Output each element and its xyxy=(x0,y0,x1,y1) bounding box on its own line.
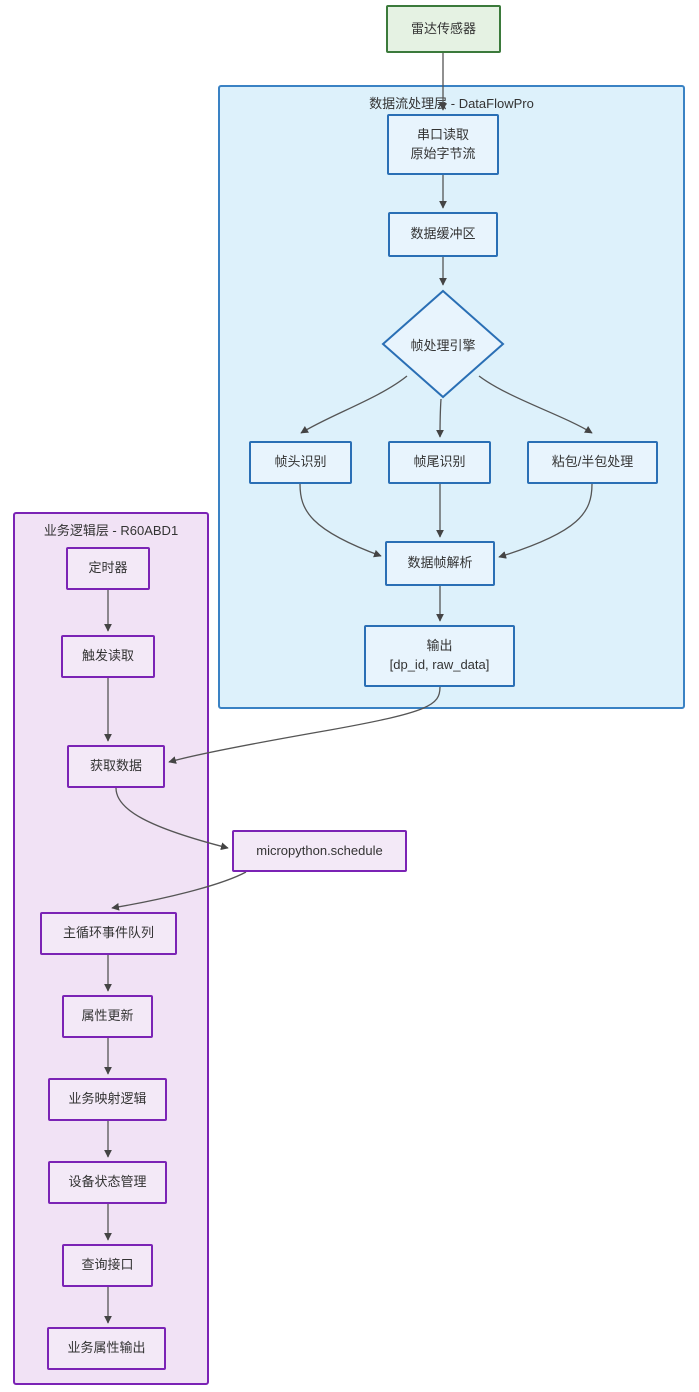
frame-tail-detect-node[interactable]: 帧尾识别 xyxy=(388,441,491,484)
timer-node-label: 定时器 xyxy=(88,560,128,576)
subgraph-business-title: 业务逻辑层 - R60ABD1 xyxy=(43,523,179,538)
frame-header-detect-node[interactable]: 帧头识别 xyxy=(249,441,352,484)
attribute-update-node[interactable]: 属性更新 xyxy=(62,995,153,1038)
data-frame-parse-node[interactable]: 数据帧解析 xyxy=(385,541,495,586)
business-mapping-logic-node[interactable]: 业务映射逻辑 xyxy=(48,1078,167,1121)
main-loop-event-queue-node[interactable]: 主循环事件队列 xyxy=(40,912,177,955)
business-mapping-logic-node-label: 业务映射逻辑 xyxy=(68,1091,147,1107)
data-frame-parse-node-label: 数据帧解析 xyxy=(407,555,473,571)
radar-sensor-node-label: 雷达传感器 xyxy=(410,20,476,36)
output-node-label: 输出 xyxy=(426,638,453,654)
subgraph-dataflow-title: 数据流处理层 - DataFlowPro xyxy=(369,96,534,111)
sticky-half-packet-node-label: 粘包/半包处理 xyxy=(551,454,634,470)
sticky-half-packet-node[interactable]: 粘包/半包处理 xyxy=(527,441,658,484)
business-attribute-output-node[interactable]: 业务属性输出 xyxy=(47,1327,166,1370)
frame-header-detect-node-label: 帧头识别 xyxy=(274,454,327,470)
frame-tail-detect-node-label: 帧尾识别 xyxy=(413,454,466,470)
serial-read-node-label: 串口读取 xyxy=(416,126,469,142)
device-state-management-node[interactable]: 设备状态管理 xyxy=(48,1161,167,1204)
subgraph-dataflow-layer: 数据流处理层 - DataFlowPro xyxy=(218,85,685,709)
timer-node[interactable]: 定时器 xyxy=(66,547,150,590)
diamond-shape xyxy=(381,289,505,399)
radar-sensor-node[interactable]: 雷达传感器 xyxy=(386,5,501,53)
query-interface-node[interactable]: 查询接口 xyxy=(62,1244,153,1287)
main-loop-event-queue-node-label: 主循环事件队列 xyxy=(62,925,154,941)
micropython-schedule-node[interactable]: micropython.schedule xyxy=(232,830,407,872)
device-state-management-node-label: 设备状态管理 xyxy=(68,1174,147,1190)
fetch-data-node-label: 获取数据 xyxy=(89,758,142,774)
frame-processing-engine-node-label: 帧处理引擎 xyxy=(410,337,476,353)
query-interface-node-label: 查询接口 xyxy=(81,1257,134,1273)
serial-read-node-sublabel: 原始字节流 xyxy=(410,145,476,161)
micropython-schedule-node-label: micropython.schedule xyxy=(256,842,383,858)
frame-processing-engine-node[interactable]: 帧处理引擎 xyxy=(381,289,505,399)
data-buffer-node[interactable]: 数据缓冲区 xyxy=(388,212,498,257)
data-buffer-node-label: 数据缓冲区 xyxy=(410,226,476,242)
serial-read-node[interactable]: 串口读取原始字节流 xyxy=(387,114,499,175)
business-attribute-output-node-label: 业务属性输出 xyxy=(67,1340,146,1356)
attribute-update-node-label: 属性更新 xyxy=(81,1008,134,1024)
trigger-read-node-label: 触发读取 xyxy=(81,648,134,664)
output-node-sublabel: [dp_id, raw_data] xyxy=(389,657,490,672)
output-node[interactable]: 输出 [dp_id, raw_data] xyxy=(364,625,515,687)
fetch-data-node[interactable]: 获取数据 xyxy=(67,745,165,788)
trigger-read-node[interactable]: 触发读取 xyxy=(61,635,155,678)
